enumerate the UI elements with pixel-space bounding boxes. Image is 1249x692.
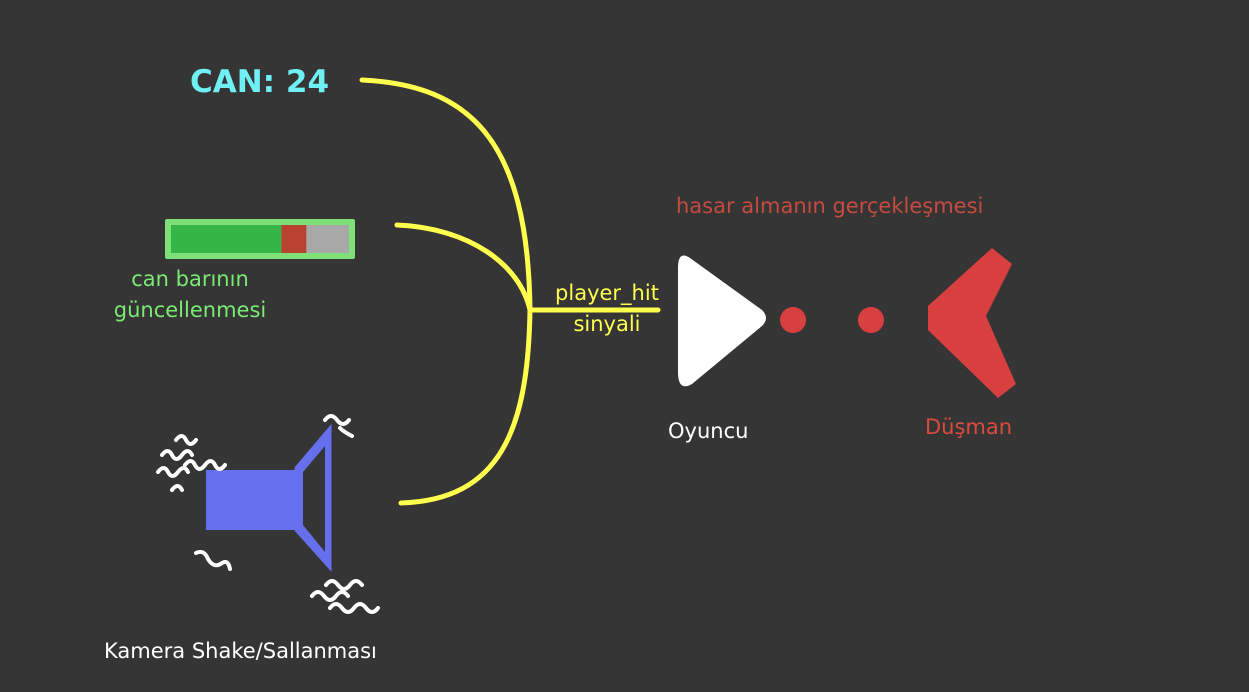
health-bar [165, 219, 355, 259]
enemy-chevron-icon [928, 248, 1016, 398]
signal-line-health-text [359, 77, 533, 313]
speaker-icon [206, 423, 332, 572]
signal-label-line2: sinyali [573, 312, 641, 336]
camera-shake-caption: Kamera Shake/Sallanması [104, 639, 377, 663]
signal-line-camera [398, 307, 533, 506]
health-bar-damage [281, 225, 307, 253]
signal-line-health-bar [394, 222, 533, 313]
damage-caption: hasar almanın gerçekleşmesi [676, 194, 984, 218]
player-label: Oyuncu [668, 419, 749, 443]
health-value-text: CAN: 24 [190, 64, 330, 100]
health-bar-fill [171, 225, 282, 253]
damage-dot [858, 307, 884, 333]
health-bar-caption-line1: can barının [131, 267, 249, 291]
health-bar-caption: can barının güncellenmesi [100, 264, 280, 326]
shake-squiggle-icon [156, 414, 380, 614]
damage-dot [780, 307, 806, 333]
signal-label: player_hit sinyali [540, 278, 674, 340]
signal-label-line1: player_hit [555, 281, 659, 305]
enemy-label: Düşman [925, 415, 1013, 439]
player-triangle-icon [678, 255, 766, 387]
health-bar-caption-line2: güncellenmesi [113, 298, 267, 322]
